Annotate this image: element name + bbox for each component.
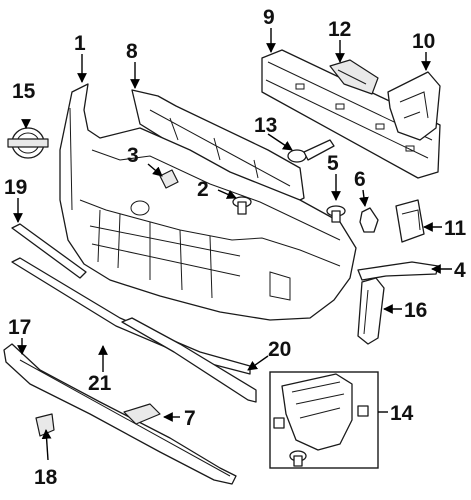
leader-3 <box>147 163 163 177</box>
inset-license-bracket <box>269 371 379 469</box>
callout-2: 2 <box>197 178 209 201</box>
part-clip-6 <box>359 207 379 233</box>
part-bumper-cover <box>59 83 357 321</box>
part-clip-18 <box>35 413 55 437</box>
part-bracket-11 <box>395 199 425 243</box>
callout-12: 12 <box>328 18 351 41</box>
callout-13: 13 <box>254 114 277 137</box>
callout-20: 20 <box>268 338 291 361</box>
part-clip-12 <box>329 59 379 95</box>
part-reinforcement-beam <box>261 49 441 179</box>
part-bracket-right <box>387 71 441 141</box>
callout-14: 14 <box>390 402 414 425</box>
callout-labels: 1 2 3 4 5 6 7 8 9 10 11 12 13 14 15 16 1… <box>4 6 467 489</box>
callout-10: 10 <box>412 30 435 53</box>
part-bracket-4 <box>357 261 439 281</box>
part-side-marker <box>357 277 385 345</box>
callout-11: 11 <box>444 217 467 240</box>
part-bolt-2 <box>232 196 252 215</box>
part-bolt-5 <box>326 205 346 223</box>
part-emblem <box>7 127 49 159</box>
part-bracket-7 <box>123 403 161 425</box>
leader-lines <box>13 28 452 461</box>
callout-21: 21 <box>88 372 112 395</box>
leader-18 <box>41 429 52 461</box>
callout-6: 6 <box>354 168 366 191</box>
callout-17: 17 <box>8 316 31 339</box>
callout-4: 4 <box>454 259 466 282</box>
callout-3: 3 <box>127 144 139 167</box>
callout-19: 19 <box>4 176 27 199</box>
leader-6 <box>359 189 369 207</box>
part-upper-molding <box>11 223 87 279</box>
callout-9: 9 <box>263 6 275 29</box>
leader-13 <box>267 133 293 151</box>
callout-18: 18 <box>34 466 58 489</box>
part-tow-hook <box>287 139 335 163</box>
callout-15: 15 <box>12 80 36 103</box>
leader-20 <box>247 355 269 371</box>
part-lower-spoiler <box>3 343 237 485</box>
callout-5: 5 <box>327 152 339 175</box>
leader-2 <box>217 189 237 199</box>
inset-box <box>269 371 379 469</box>
part-clip-3 <box>159 169 179 189</box>
callout-16: 16 <box>404 299 427 322</box>
part-strip-20 <box>121 317 257 403</box>
callout-8: 8 <box>126 40 138 63</box>
callout-1: 1 <box>74 32 86 55</box>
callout-7: 7 <box>184 407 196 430</box>
